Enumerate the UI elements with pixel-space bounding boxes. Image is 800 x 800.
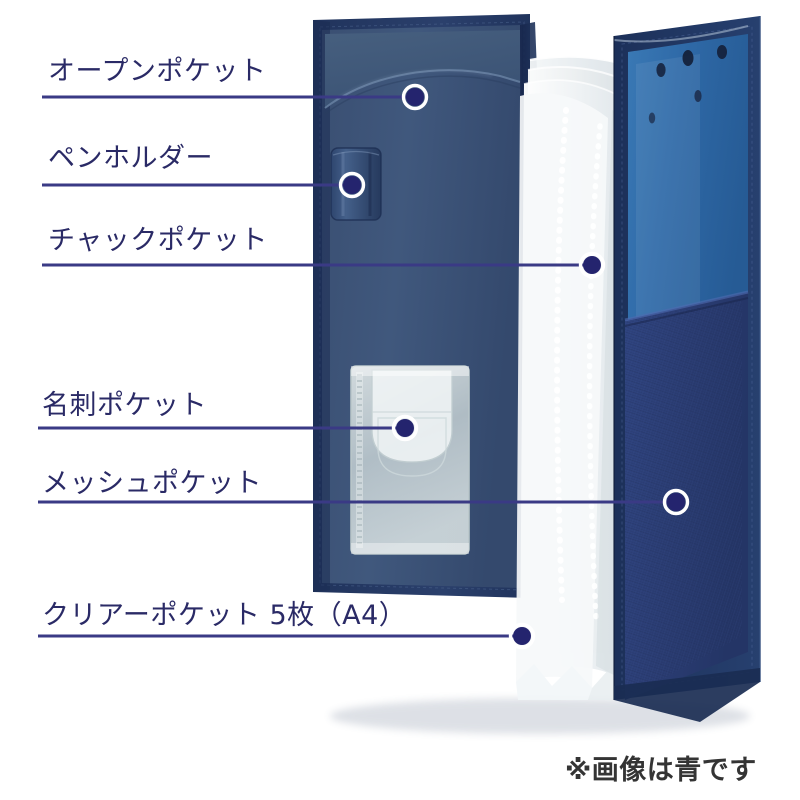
callout-leader-clear-pocket xyxy=(38,622,536,650)
callout-leader-pen-holder xyxy=(42,171,366,199)
leader-dot xyxy=(583,256,601,274)
callout-leader-open-pocket xyxy=(42,83,429,111)
callout-leader-layer xyxy=(38,83,690,650)
callout-leader-mesh-pocket xyxy=(38,488,690,516)
leader-dot-ring xyxy=(508,622,536,650)
callout-label-business-card-pocket: 名刺ポケット xyxy=(42,390,207,421)
callout-label-mesh-pocket: メッシュポケット xyxy=(42,468,262,499)
callout-label-open-pocket: オープンポケット xyxy=(48,56,267,87)
callout-label-clear-pocket: クリアーポケット 5枚（A4） xyxy=(42,600,407,631)
leader-dot-ring xyxy=(391,414,419,442)
business-card-pocket xyxy=(350,365,470,555)
color-note: ※画像は青です xyxy=(565,755,757,786)
callout-leader-business-card-pocket xyxy=(38,414,419,442)
leader-dot xyxy=(343,176,361,194)
leader-dot-ring xyxy=(338,171,366,199)
callout-leader-zip-pocket xyxy=(42,251,606,279)
leader-dot-ring xyxy=(578,251,606,279)
leader-dot xyxy=(396,419,414,437)
leader-dot xyxy=(513,627,531,645)
callout-label-pen-holder: ペンホルダー xyxy=(48,143,213,174)
leader-dot-ring xyxy=(401,83,429,111)
leader-dot xyxy=(667,493,685,511)
callout-label-zip-pocket: チャックポケット xyxy=(48,225,268,256)
leader-dot xyxy=(406,88,424,106)
right-cover-panel xyxy=(613,16,761,722)
leader-dot-ring xyxy=(662,488,690,516)
